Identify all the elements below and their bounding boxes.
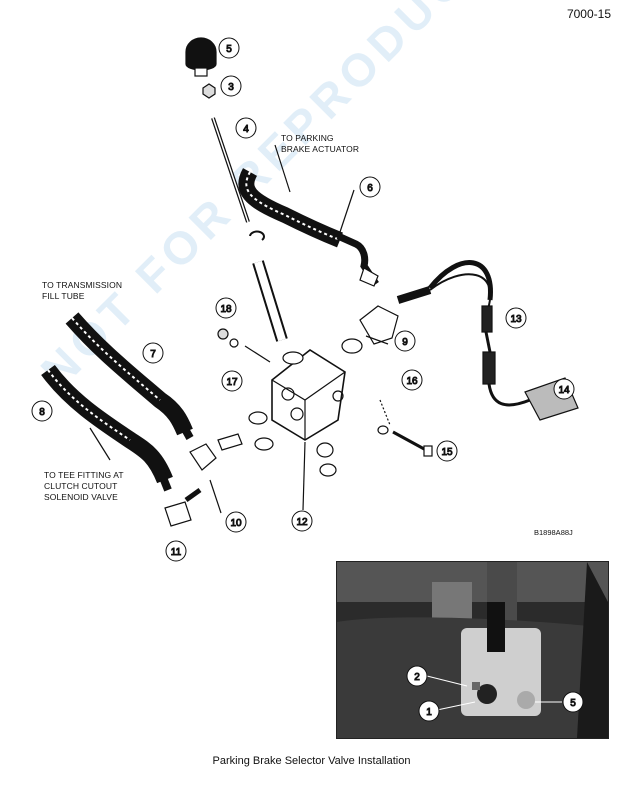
photo-illustration: 2 1 5: [337, 562, 608, 738]
svg-text:5: 5: [226, 44, 232, 55]
photo-callout-2: 2: [406, 665, 428, 687]
callout-5: 5: [218, 37, 240, 59]
callout-18: 18: [215, 297, 237, 319]
svg-text:9: 9: [402, 337, 408, 348]
switch-fitting: [359, 305, 399, 345]
svg-text:15: 15: [441, 447, 453, 458]
svg-text:4: 4: [243, 124, 249, 135]
svg-text:6: 6: [367, 183, 373, 194]
callout-4: 4: [235, 117, 257, 139]
callout-10: 10: [225, 511, 247, 533]
callout-12: 12: [291, 510, 313, 532]
callout-16: 16: [401, 369, 423, 391]
elbow-11: [164, 501, 192, 527]
page-number: 7000-15: [566, 7, 611, 21]
svg-text:13: 13: [510, 314, 522, 325]
figure-caption: Parking Brake Selector Valve Installatio…: [212, 755, 411, 767]
callout-17: 17: [221, 370, 243, 392]
bolt: [392, 430, 427, 452]
valve-body: [271, 349, 346, 441]
svg-text:18: 18: [220, 304, 232, 315]
callout-9: 9: [394, 330, 416, 352]
callout-8: 8: [31, 400, 53, 422]
callout-14: 14: [553, 378, 575, 400]
callout-13: 13: [505, 307, 527, 329]
svg-text:14: 14: [558, 385, 570, 396]
svg-text:16: 16: [406, 376, 418, 387]
photo-callout-1: 1: [418, 700, 440, 722]
svg-text:5: 5: [570, 698, 576, 709]
svg-text:11: 11: [171, 547, 182, 558]
callout-11: 11: [165, 540, 187, 562]
figure-code: B1898A88J: [534, 528, 573, 537]
svg-text:12: 12: [296, 517, 308, 528]
nut: [202, 83, 216, 99]
svg-text:10: 10: [230, 518, 242, 529]
svg-text:8: 8: [39, 407, 45, 418]
svg-text:1: 1: [426, 707, 432, 718]
svg-text:2: 2: [414, 672, 420, 683]
elbow-10: [189, 443, 217, 471]
svg-text:17: 17: [226, 377, 238, 388]
photo-callout-5: 5: [562, 691, 584, 713]
installation-photo: 2 1 5: [336, 561, 609, 739]
callout-6: 6: [359, 176, 381, 198]
callout-3: 3: [220, 75, 242, 97]
callout-15: 15: [436, 440, 458, 462]
svg-text:7: 7: [150, 349, 156, 360]
callout-7: 7: [142, 342, 164, 364]
knob: [185, 37, 217, 71]
svg-text:3: 3: [228, 82, 234, 93]
